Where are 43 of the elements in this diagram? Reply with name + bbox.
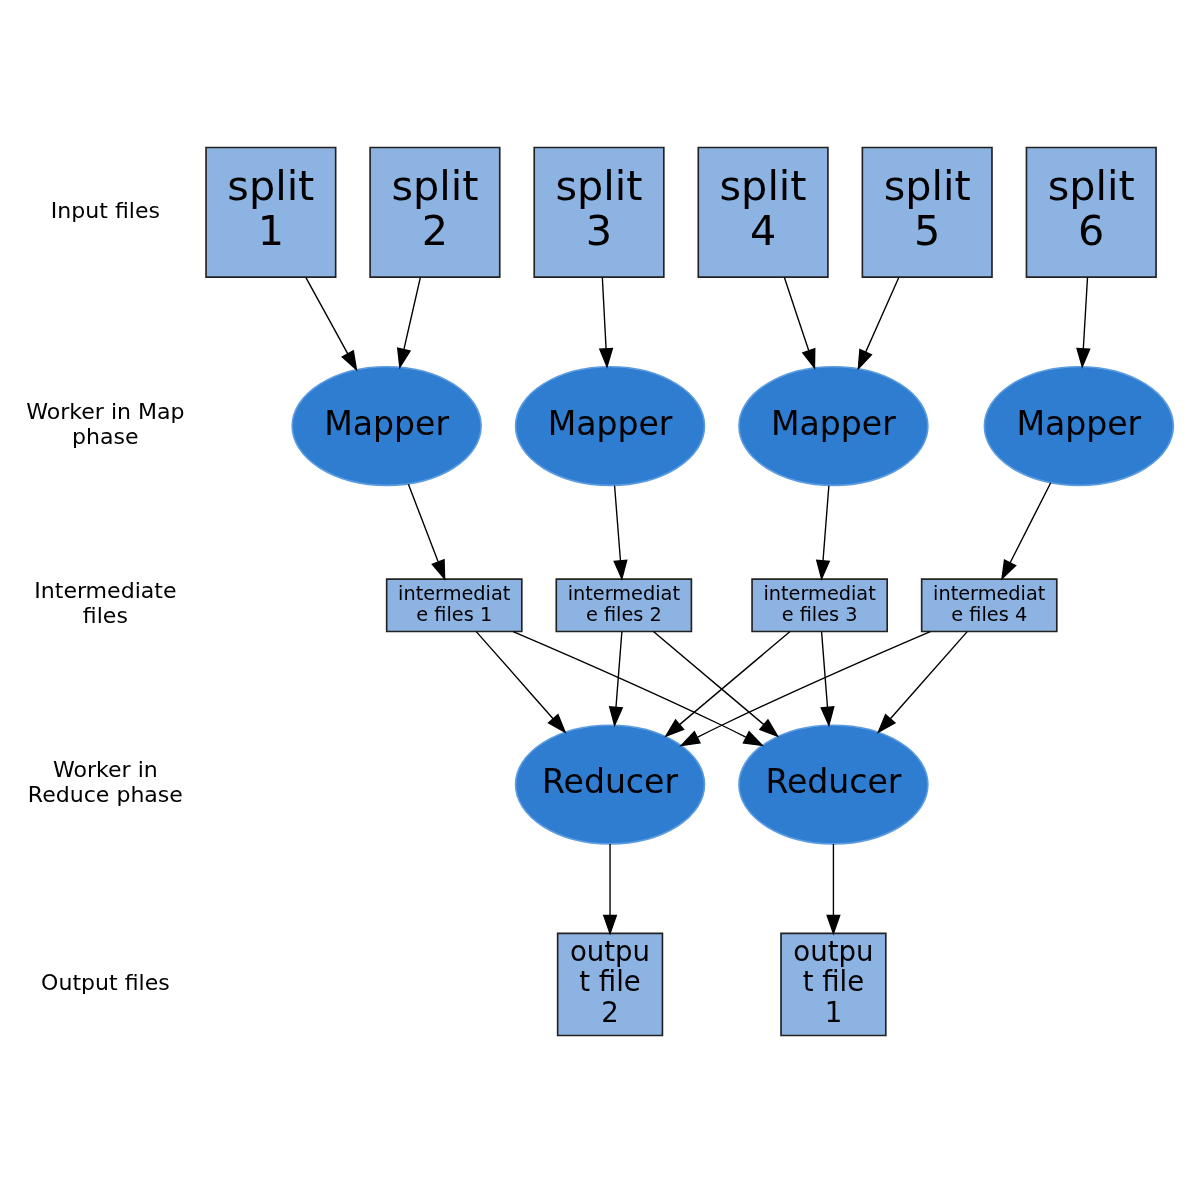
arrow bbox=[820, 630, 835, 728]
arrow bbox=[1076, 276, 1091, 369]
arrow bbox=[475, 630, 567, 734]
node-box: split 4 bbox=[697, 146, 829, 278]
arrow bbox=[598, 276, 614, 369]
label: Worker in Reduce phase bbox=[27, 757, 183, 808]
node-box: split 2 bbox=[369, 146, 501, 278]
node-box: intermediat e files 1 bbox=[385, 578, 523, 633]
node-box: outpu t file 1 bbox=[780, 932, 887, 1037]
node-box: intermediat e files 2 bbox=[555, 578, 693, 633]
node-ellipse: Reducer bbox=[514, 724, 706, 845]
label: Output files bbox=[41, 969, 170, 995]
arrow bbox=[602, 843, 618, 936]
node-box: intermediat e files 3 bbox=[751, 578, 888, 633]
arrow bbox=[613, 485, 628, 581]
arrow bbox=[652, 630, 780, 738]
arrow bbox=[407, 483, 446, 581]
node-ellipse: Reducer bbox=[738, 724, 929, 845]
node-box: split 6 bbox=[1025, 146, 1157, 278]
label: Intermediate files bbox=[34, 578, 177, 628]
node-ellipse: Mapper bbox=[983, 365, 1175, 487]
arrow bbox=[679, 630, 931, 747]
node-ellipse: Mapper bbox=[514, 365, 706, 487]
label: Input files bbox=[50, 197, 160, 223]
node-box: split 3 bbox=[533, 146, 665, 278]
arrow bbox=[826, 843, 841, 936]
arrow bbox=[1001, 482, 1052, 581]
node-box: outpu t file 2 bbox=[556, 932, 664, 1037]
arrow bbox=[857, 276, 900, 371]
arrow bbox=[396, 276, 421, 370]
arrow bbox=[608, 630, 624, 728]
arrow bbox=[512, 630, 765, 747]
node-box: intermediat e files 4 bbox=[920, 578, 1058, 633]
node-ellipse: Mapper bbox=[738, 365, 929, 487]
arrow bbox=[664, 630, 791, 738]
arrow bbox=[305, 276, 358, 372]
arrow bbox=[815, 485, 831, 581]
label: Worker in Map phase bbox=[26, 398, 185, 449]
node-box: split 5 bbox=[861, 146, 993, 278]
arrow bbox=[783, 276, 816, 370]
node-ellipse: Mapper bbox=[291, 365, 482, 487]
node-box: split 1 bbox=[205, 146, 337, 278]
arrow bbox=[877, 630, 968, 734]
